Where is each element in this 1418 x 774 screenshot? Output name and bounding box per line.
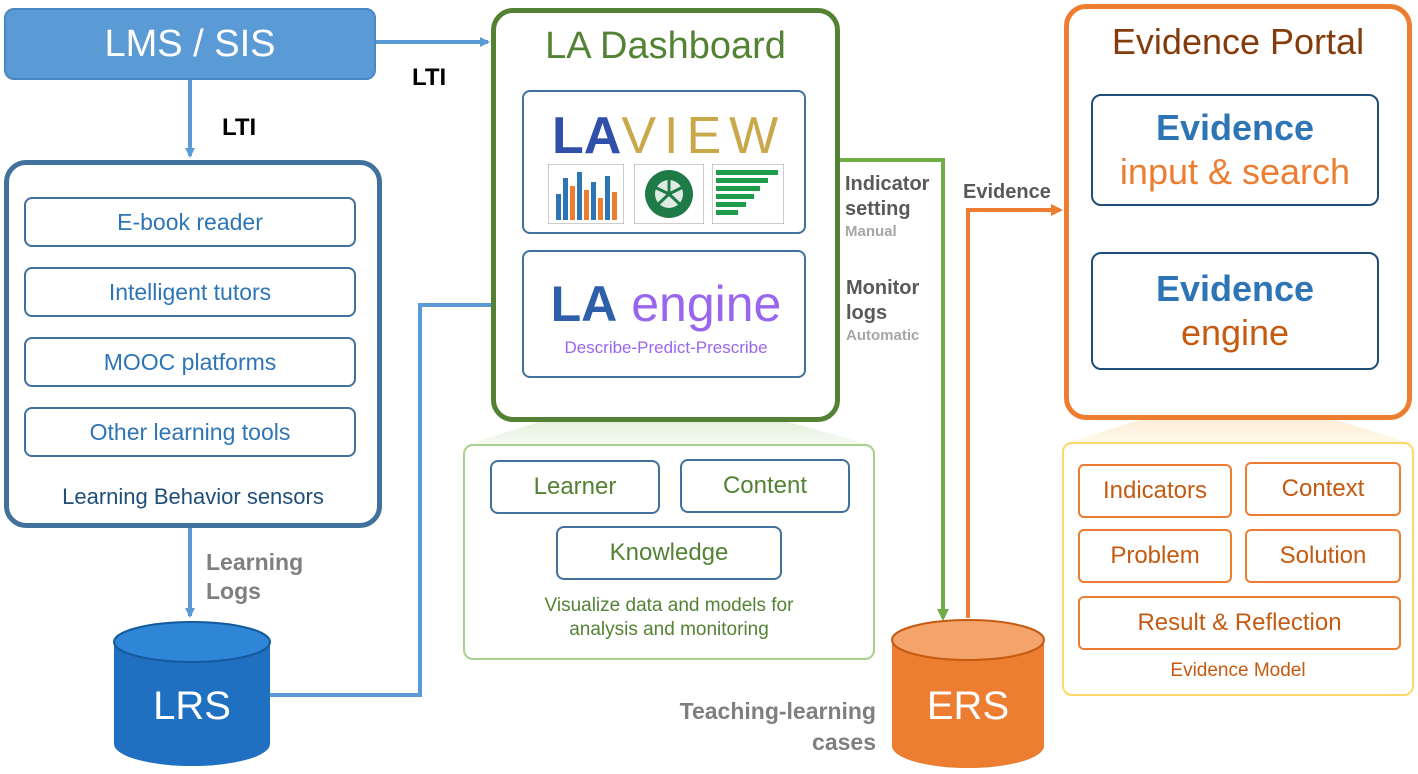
evidence-indicators: Indicators <box>1078 464 1232 518</box>
indicator-setting-label: Indicator setting Manual <box>845 173 930 240</box>
sensor-mooc-platforms: MOOC platforms <box>24 337 356 387</box>
evidence-connector-label: Evidence <box>963 181 1051 203</box>
evidence-solution: Solution <box>1245 529 1401 583</box>
la-engine-title: LA engine <box>550 276 782 332</box>
teaching-learning-cases-label: Teaching-learning cases <box>679 698 876 755</box>
evidence-context: Context <box>1245 462 1401 516</box>
lti-label-down: LTI <box>222 114 257 141</box>
sensor-intelligent-tutors: Intelligent tutors <box>24 267 356 317</box>
monitor-logs-label: Monitor logs Automatic <box>846 277 920 344</box>
lms-sis-box: LMS / SIS <box>4 8 376 80</box>
laview-logo: LAVIEW <box>552 107 787 165</box>
la-engine-subtitle: Describe-Predict-Prescribe <box>564 338 768 357</box>
model-learner: Learner <box>490 460 660 514</box>
evidence-result-reflection: Result & Reflection <box>1078 596 1401 650</box>
la-dashboard-title: LA Dashboard <box>545 24 786 67</box>
ers-cylinder <box>891 619 1045 768</box>
bar-chart-thumbnail <box>548 164 624 224</box>
sensor-other-tools: Other learning tools <box>24 407 356 457</box>
evidence-engine-box: Evidence engine <box>1091 252 1379 370</box>
evidence-input-search-box: Evidence input & search <box>1091 94 1379 206</box>
model-knowledge: Knowledge <box>556 526 782 580</box>
evidence-portal-title: Evidence Portal <box>1111 21 1365 62</box>
hbar-chart-thumbnail <box>712 164 784 224</box>
lrs-cylinder <box>113 621 271 766</box>
la-engine-box: LA engine Describe-Predict-Prescribe <box>522 250 806 378</box>
evidence-model-caption: Evidence Model <box>1170 660 1306 681</box>
learning-logs-label: Learning Logs <box>206 549 304 604</box>
model-caption: Visualize data and models for analysis a… <box>544 595 794 640</box>
laview-box: LAVIEW <box>522 90 806 234</box>
lms-title: LMS / SIS <box>104 22 276 65</box>
lti-label-right: LTI <box>412 64 447 91</box>
sensor-ebook-reader: E-book reader <box>24 197 356 247</box>
radial-chart-thumbnail <box>634 164 704 224</box>
evidence-problem: Problem <box>1078 529 1232 583</box>
model-content: Content <box>680 459 850 513</box>
monitor-mode: Automatic <box>846 327 920 344</box>
arrow-ers-to-portal <box>966 204 1063 618</box>
indicator-mode: Manual <box>845 223 897 240</box>
ers-label: ERS <box>926 683 1010 728</box>
lrs-label: LRS <box>153 683 231 728</box>
sensors-caption: Learning Behavior sensors <box>62 484 324 509</box>
